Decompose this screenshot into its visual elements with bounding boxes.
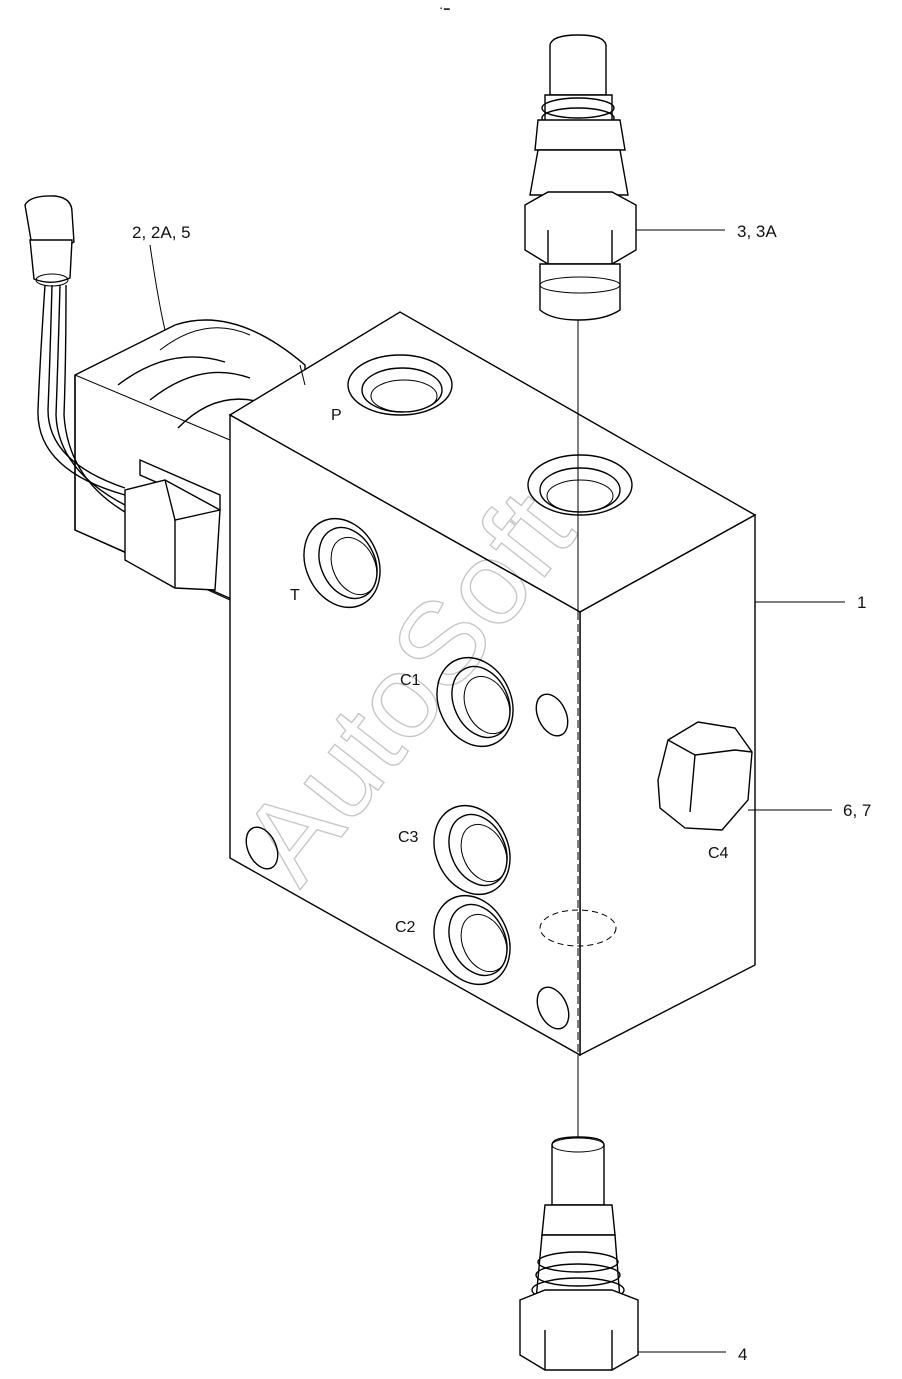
callout-block: 1 [857, 593, 866, 612]
top-mark: ▪ ▬ [440, 6, 450, 12]
leader-lines [149, 229, 845, 1353]
callout-solenoid: 2, 2A, 5 [132, 223, 191, 242]
plug-c4 [657, 721, 753, 831]
valve-block [228, 311, 757, 1057]
port-label-c3: C3 [398, 829, 419, 846]
port-sensor [527, 454, 633, 516]
callout-sensor: 3, 3A [737, 222, 777, 241]
callout-plug: 6, 7 [843, 801, 871, 820]
port-c1 [436, 656, 514, 748]
port-label-c4: C4 [708, 845, 729, 862]
port-t [303, 517, 381, 609]
port-c3 [433, 804, 511, 896]
port-label-t: T [290, 587, 300, 604]
mounting-holes [245, 693, 570, 1030]
solenoid-connector [124, 458, 221, 591]
pressure-sensor [524, 34, 637, 321]
hidden-bottom-port [539, 909, 617, 947]
port-label-c2: C2 [395, 919, 416, 936]
port-label-p: P [331, 407, 342, 424]
bottom-fitting [519, 1136, 639, 1371]
port-p [347, 354, 453, 416]
wire-harness [24, 195, 126, 513]
port-c2 [433, 894, 511, 986]
callout-bottom-fitting: 4 [738, 1345, 747, 1364]
port-label-c1: C1 [400, 672, 421, 689]
